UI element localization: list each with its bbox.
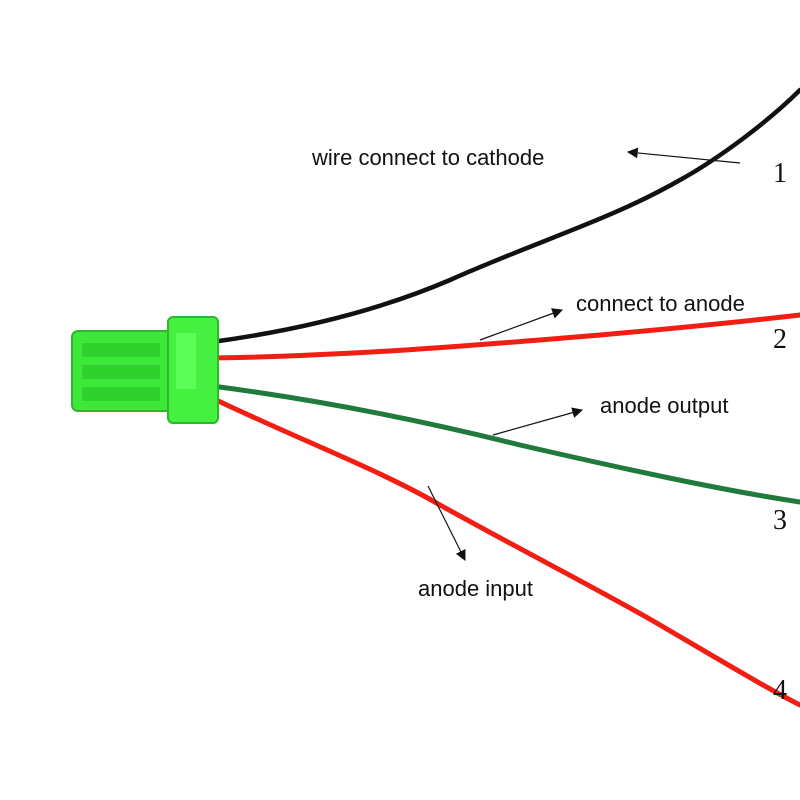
wire-4-red [209, 395, 800, 708]
wire-2-number: 2 [773, 324, 787, 355]
wire-4-label: anode input [418, 576, 533, 601]
arrow-4 [427, 485, 466, 561]
wire-2-label: connect to anode [576, 291, 745, 316]
wire-3-number: 3 [773, 505, 787, 536]
wire-1-black [209, 87, 800, 345]
arrow-2 [479, 308, 564, 341]
wire-2-red [209, 312, 800, 361]
wire-3-label: anode output [600, 393, 729, 418]
wire-1-label: wire connect to cathode [312, 145, 545, 170]
arrow-1 [626, 147, 741, 164]
wire-4-number: 4 [773, 675, 787, 706]
green-connector [71, 316, 219, 424]
arrow-3 [492, 407, 584, 436]
wire-3-green [209, 383, 800, 505]
wire-1-number: 1 [773, 158, 787, 189]
